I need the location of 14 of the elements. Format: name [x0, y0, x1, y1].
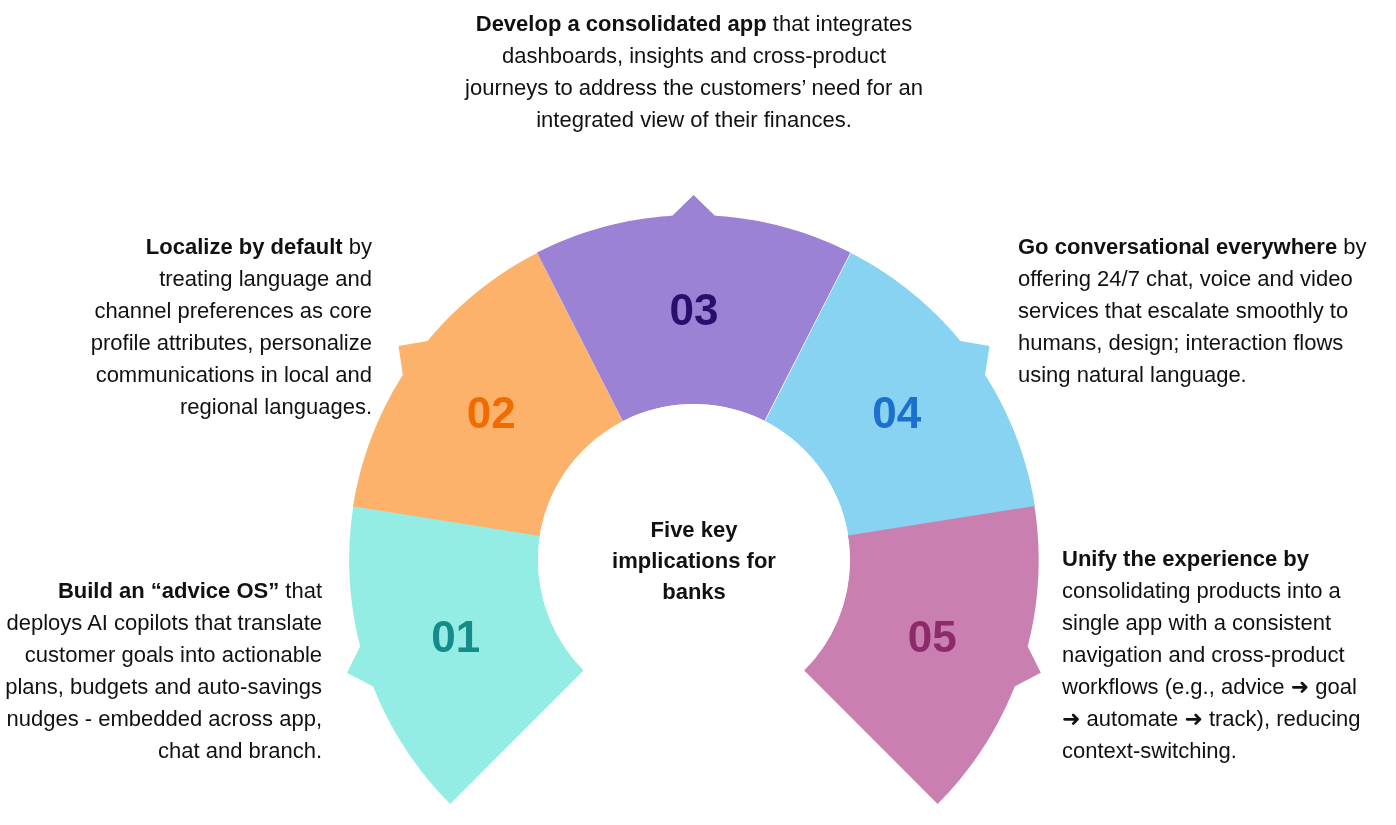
description-text: Unify the experience by consolidating products into a single app with a consistent navigation and cross-product workflows (e.g., advice ➜ goal ➜ automate ➜ track), reducing context-switching. [1062, 545, 1362, 765]
segment-number: 02 [466, 390, 516, 435]
description-text: Localize by default by treating language and channel preferences as core profile attributes, personalize communications in local and regional languages. [89, 233, 372, 421]
center-title: Five key implications for banks [611, 515, 777, 606]
segment-number: 01 [431, 615, 481, 660]
segment-number: 03 [669, 287, 719, 332]
segment-number: 05 [907, 615, 957, 660]
description-text: Go conversational everywhere by offering 24/7 chat, voice and video services that escalate smoothly to humans, design; interaction flows using natural language. [1018, 233, 1368, 389]
description-text: Develop a consolidated app that integrates dashboards, insights and cross-product journeys to address the customers’ need for an integrated view of their finances. [463, 10, 924, 134]
ring-segment [537, 195, 851, 421]
segment-number: 04 [872, 390, 922, 435]
description-text: Build an “advice OS” that deploys AI copilots that translate customer goals into actionable plans, budgets and auto-savings nudges - embedded across app, chat and branch. [4, 577, 322, 765]
ring-segment [346, 506, 584, 804]
ring-segment [804, 506, 1042, 804]
